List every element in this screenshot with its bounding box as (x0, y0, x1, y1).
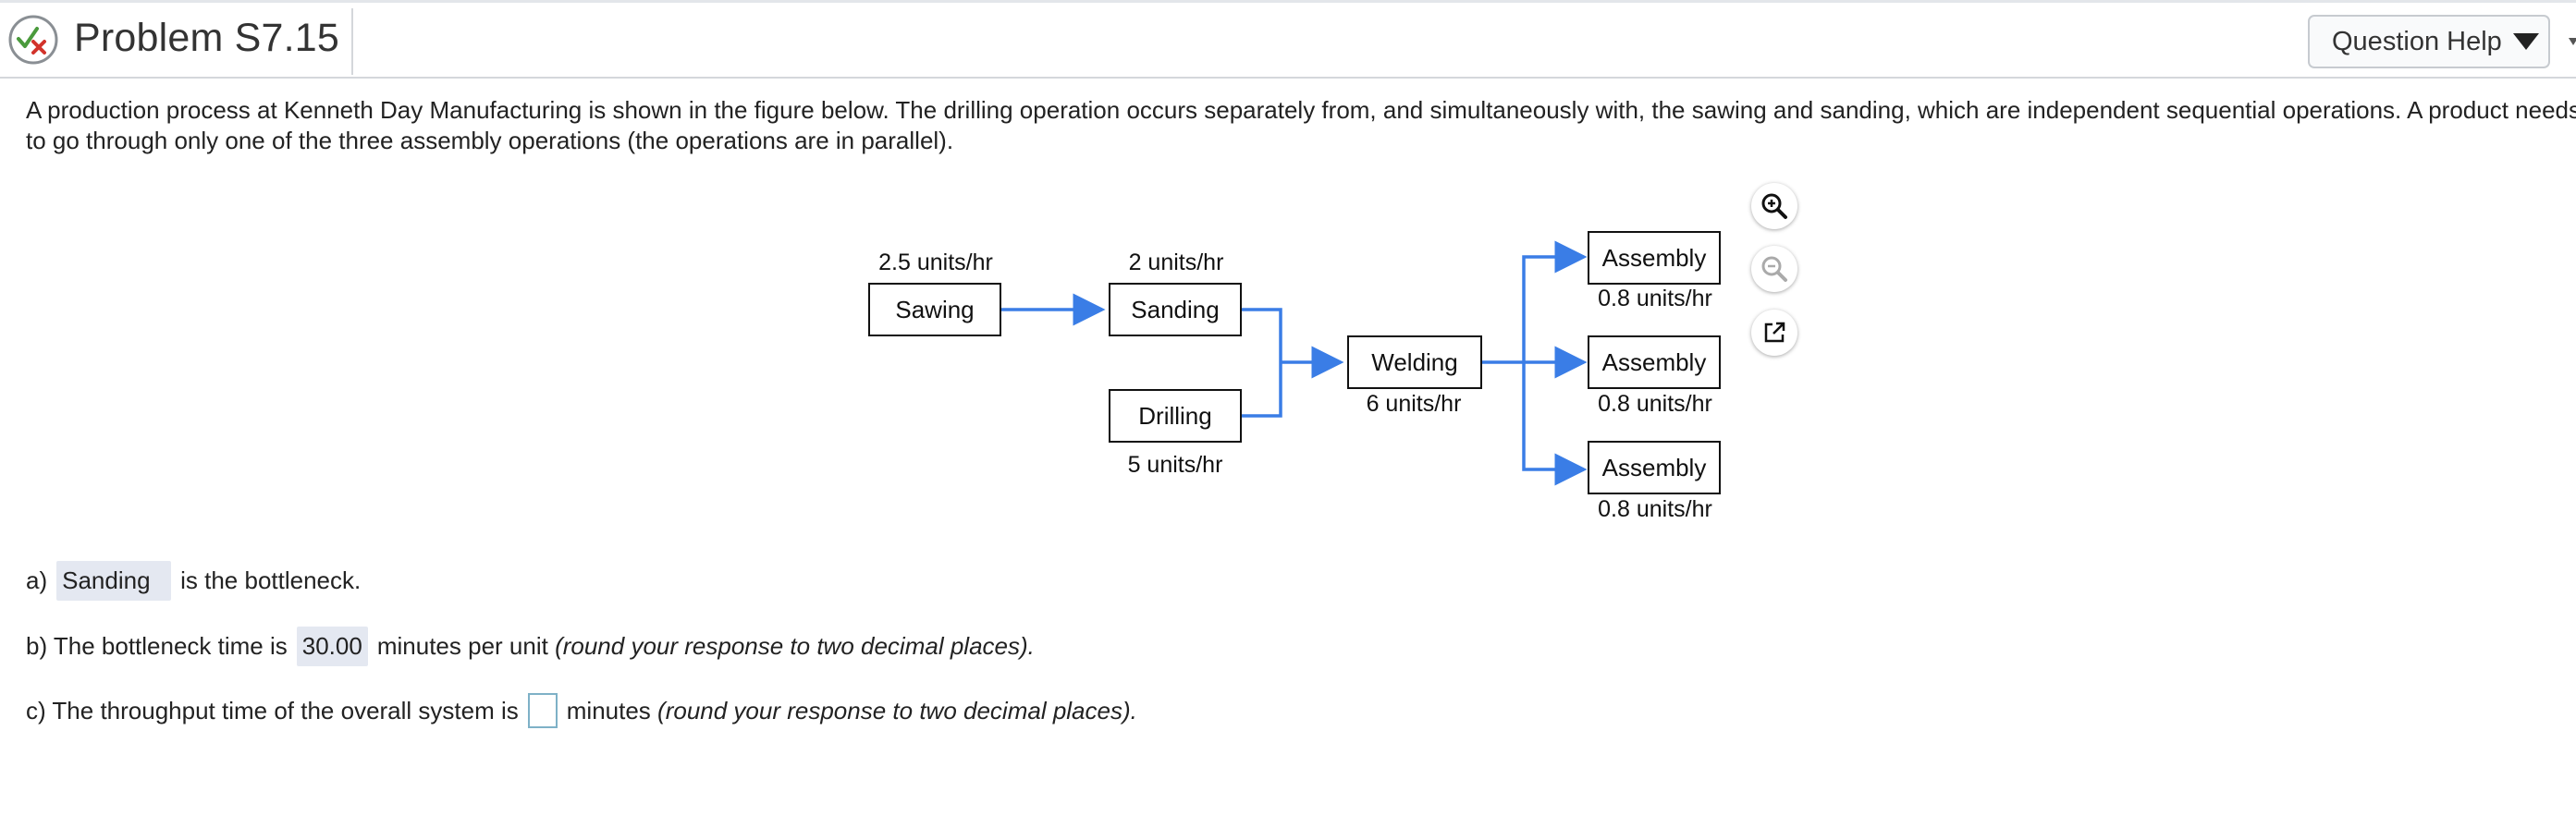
bottleneck-answer-field[interactable]: Sanding (56, 561, 172, 601)
top-rule (0, 0, 2576, 3)
zoom-out-icon (1761, 256, 1787, 282)
problem-statement-line-1: A production process at Kenneth Day Manu… (26, 96, 2576, 124)
sawing-rate: 2.5 units/hr (878, 250, 993, 275)
assembly-3-box (1588, 441, 1721, 494)
assembly-1-rate: 0.8 units/hr (1598, 286, 1712, 311)
sanding-box (1109, 283, 1242, 336)
open-external-button[interactable] (1751, 310, 1797, 356)
drilling-rate: 5 units/hr (1128, 452, 1223, 478)
problem-statement-line-2: to go through only one of the three asse… (26, 127, 954, 154)
question-help-label: Question Help (2332, 26, 2502, 56)
assembly-1-label: Assembly (1602, 244, 1707, 272)
question-b-prefix: b) The bottleneck time is (26, 632, 288, 660)
zoom-in-button[interactable] (1751, 183, 1797, 229)
welding-rate: 6 units/hr (1367, 391, 1462, 417)
sawing-label: Sawing (895, 296, 974, 323)
arrow-to-assembly-1 (1522, 240, 1588, 362)
assembly-1-box (1588, 231, 1721, 285)
sanding-rate: 2 units/hr (1129, 250, 1224, 275)
question-c-note: (round your response to two decimal plac… (657, 696, 1137, 724)
header: Problem S7.15 Question Help (0, 3, 2576, 79)
assembly-3-label: Assembly (1602, 454, 1707, 481)
question-c-suffix: minutes (566, 696, 651, 724)
question-b-note: (round your response to two decimal plac… (555, 632, 1035, 660)
welding-label: Welding (1371, 348, 1457, 376)
caret-down-icon (2512, 33, 2539, 50)
flow-connectors (1000, 240, 1588, 486)
assembly-2-box (1588, 335, 1721, 389)
problem-statement: A production process at Kenneth Day Manu… (26, 95, 2576, 156)
sawing-box (868, 283, 1001, 336)
question-a-prefix: a) (26, 566, 48, 594)
check-x-status-icon (7, 14, 59, 66)
drilling-box (1109, 389, 1242, 443)
throughput-time-input[interactable] (527, 693, 558, 728)
connector-sanding-drilling-merge (1241, 308, 1282, 418)
open-external-icon (1764, 322, 1785, 343)
page-title: Problem S7.15 (74, 16, 340, 60)
question-b-suffix: minutes per unit (376, 632, 548, 660)
title-divider (351, 8, 353, 75)
question-c: c) The throughput time of the overall sy… (26, 693, 1137, 728)
zoom-out-button[interactable] (1751, 246, 1797, 292)
welding-box (1347, 335, 1482, 389)
assembly-2-rate: 0.8 units/hr (1598, 391, 1712, 417)
zoom-in-icon (1761, 193, 1787, 219)
bottleneck-time-answer-field[interactable]: 30.00 (296, 627, 368, 666)
arrow-to-assembly-3 (1522, 362, 1588, 486)
assembly-2-label: Assembly (1602, 348, 1707, 376)
drilling-label: Drilling (1138, 402, 1211, 430)
question-a: a) Sanding is the bottleneck. (26, 561, 361, 601)
question-a-suffix: is the bottleneck. (180, 566, 362, 594)
question-help-button[interactable]: Question Help (2308, 15, 2550, 68)
question-c-prefix: c) The throughput time of the overall sy… (26, 696, 519, 724)
question-b: b) The bottleneck time is 30.00 minutes … (26, 627, 1035, 666)
sanding-label: Sanding (1131, 296, 1219, 323)
more-caret-icon[interactable] (2569, 38, 2576, 45)
assembly-3-rate: 0.8 units/hr (1598, 496, 1712, 522)
